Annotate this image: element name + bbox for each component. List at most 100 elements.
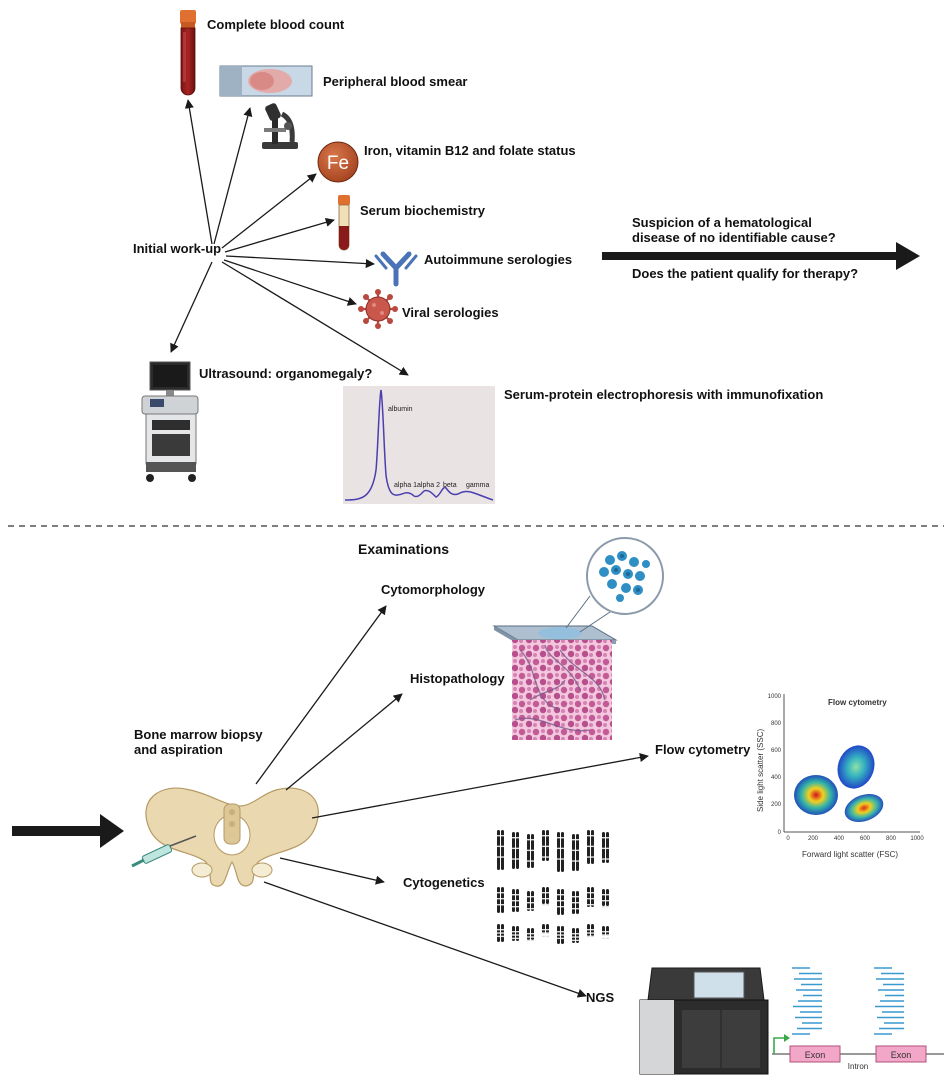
chromosome-band <box>497 845 500 848</box>
chromosome <box>576 834 579 871</box>
chromosome-band <box>497 932 500 934</box>
chromosome-band <box>527 896 530 898</box>
cytogenetics-label: Cytogenetics <box>403 875 485 890</box>
chromosome-band <box>501 898 504 900</box>
chromosome-band <box>561 934 564 936</box>
chromosome-band <box>546 835 549 837</box>
blood-smear-slide-icon <box>219 65 313 97</box>
chromosome-band <box>557 847 560 850</box>
chromosome <box>561 832 564 872</box>
chromosome <box>501 830 504 870</box>
chromosome-band <box>557 937 560 940</box>
chromosome-band <box>572 839 575 841</box>
viral-label: Viral serologies <box>402 305 499 320</box>
arrow-to-biochem <box>224 217 335 253</box>
exon-label-2: Exon <box>891 1050 912 1060</box>
chromosome <box>572 834 575 871</box>
chromosome-band <box>561 837 564 839</box>
chromosome-band <box>572 849 575 852</box>
chromosome-band <box>587 835 590 837</box>
flow-plot-xlabel: Forward light scatter (FSC) <box>802 850 898 859</box>
flow-population-monocytes <box>844 793 884 823</box>
chromosome-band <box>587 898 590 900</box>
chromosome-band <box>591 835 594 837</box>
chromosome <box>576 928 579 943</box>
chromosome-band <box>602 847 605 850</box>
question-1-line1: Suspicion of a hematological <box>632 215 812 230</box>
chromosome-band <box>542 845 545 848</box>
chromosome-band <box>606 900 609 902</box>
ngs-label: NGS <box>586 990 615 1005</box>
chromosome-band <box>516 906 519 908</box>
chromosome-band <box>606 858 609 860</box>
chromosome-band <box>497 929 500 931</box>
chromosome-band <box>516 894 519 896</box>
chromosome-band <box>542 892 545 894</box>
x-tick-600: 600 <box>860 836 871 842</box>
chromosome-band <box>501 856 504 858</box>
arrow-to-autoimmune <box>225 255 375 269</box>
chromosome <box>561 889 564 915</box>
workup-hub-label: Initial work-up <box>133 241 222 256</box>
chromosome-band <box>546 935 549 938</box>
chromosome-band <box>542 856 545 858</box>
chromosome-band <box>501 892 504 894</box>
histopathology-tissue-icon <box>512 640 612 740</box>
exam-arrows <box>255 605 649 998</box>
bone-marrow-label-line1: Bone marrow biopsy <box>134 727 263 742</box>
chromosome-band <box>561 906 564 908</box>
arrow-to-cytogenetics <box>279 857 385 885</box>
question-1-line2: disease of no identifiable cause? <box>632 230 836 245</box>
arrow-to-cytomorphology <box>255 605 387 785</box>
chromosome-band <box>602 937 605 940</box>
chromosome <box>512 832 515 869</box>
chromosome <box>497 887 500 913</box>
exon-box-2 <box>875 1045 927 1063</box>
chromosome-band <box>497 835 500 837</box>
chromosome-band <box>591 935 594 938</box>
pelvis-icon <box>145 787 319 887</box>
chromosome-band <box>527 936 530 938</box>
ultrasound-label: Ultrasound: organomegaly? <box>199 366 373 381</box>
y-tick-400: 400 <box>771 775 782 781</box>
chromosome-band <box>501 932 504 934</box>
chromosome-band <box>531 860 534 862</box>
cytomorphology-slide-icon <box>492 537 664 644</box>
chromosome-band <box>606 894 609 896</box>
chromosome-band <box>602 858 605 860</box>
arrow-to-cbc <box>184 99 213 245</box>
chromosome-band <box>516 837 519 839</box>
chromosome-band <box>591 898 594 900</box>
fe-symbol: Fe <box>327 153 349 174</box>
chromosome-band <box>591 904 594 906</box>
examinations-title: Examinations <box>358 541 450 557</box>
ngs-reads-panel <box>792 967 904 1035</box>
biochem-label: Serum biochemistry <box>360 203 485 218</box>
albumin-label: albumin <box>388 406 413 413</box>
chromosome-band <box>602 931 605 933</box>
virus-icon <box>358 289 398 329</box>
chromosome-band <box>516 931 519 933</box>
chromosome-band <box>606 937 609 940</box>
chromosome-band <box>602 934 605 936</box>
chromosome-band <box>546 929 549 931</box>
chromosome-band <box>572 908 575 910</box>
chromosome-band <box>531 902 534 904</box>
arrow-to-histopathology <box>285 693 403 791</box>
chromosome-band <box>561 937 564 940</box>
chromosome-band <box>531 936 534 938</box>
chromosome-band <box>527 849 530 852</box>
chromosome <box>546 924 549 933</box>
chromosome <box>546 830 549 861</box>
chromosome-band <box>572 939 575 942</box>
chromosome-band <box>557 906 560 908</box>
chromosome <box>546 887 549 904</box>
flow-plot-ylabel: Side light scatter (SSC) <box>756 729 765 812</box>
chromosome-band <box>557 837 560 839</box>
flow-cytometry-plot: 1000 800 600 400 200 0 0 200 400 600 800… <box>756 694 924 859</box>
chromosome-band <box>591 892 594 894</box>
x-tick-0: 0 <box>786 836 790 842</box>
chromosome-band <box>527 839 530 841</box>
chromosome-band <box>497 935 500 938</box>
cbc-label: Complete blood count <box>207 17 345 32</box>
